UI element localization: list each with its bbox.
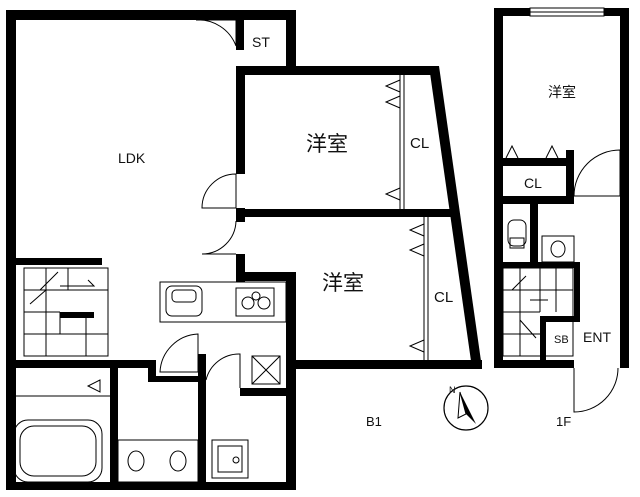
bedroom-2-door: [201, 220, 237, 255]
room-1f-door: [573, 149, 621, 197]
floor-1f-label: 1F: [556, 414, 571, 429]
closet-1f-label: CL: [524, 175, 542, 191]
western-room-1-label: 洋室: [306, 133, 348, 156]
western-room-2-label: 洋室: [322, 272, 364, 295]
western-room-1f-label: 洋室: [548, 84, 576, 100]
north-arrow-icon: N: [443, 385, 489, 431]
wc-door: [205, 353, 241, 388]
b1-fixtures: [13, 19, 429, 483]
entrance-door: [573, 367, 619, 413]
ldk-label: LDK: [118, 150, 146, 166]
hall-door: [159, 333, 199, 373]
closet-1-label: CL: [410, 135, 429, 152]
compass-north-label: N: [449, 385, 456, 395]
entrance-label: ENT: [583, 329, 611, 345]
floor-b1-label: B1: [366, 414, 382, 429]
floor-1f-fixtures: [502, 144, 621, 413]
b1-walls: [6, 10, 482, 490]
st-door: [195, 19, 237, 47]
closet-2-label: CL: [434, 289, 453, 306]
storage-label: ST: [252, 34, 270, 50]
shoe-box-label: SB: [554, 334, 569, 346]
floor-1f-walls: [494, 7, 629, 368]
bedroom-1-door: [201, 173, 237, 209]
